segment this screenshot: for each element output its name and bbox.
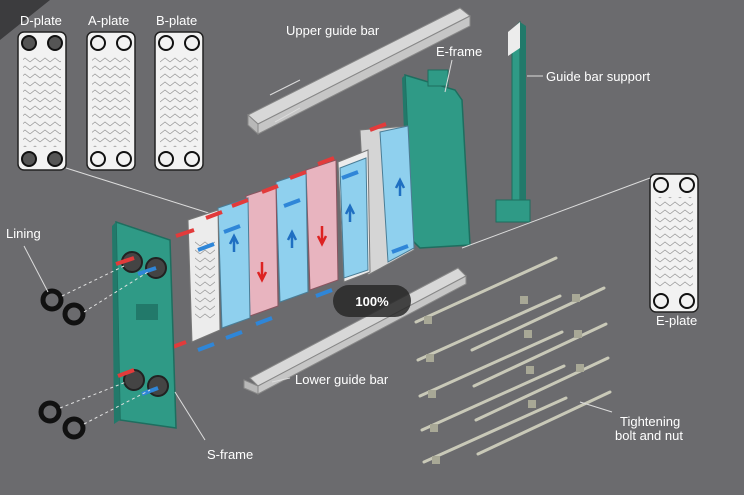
label-lining: Lining	[6, 226, 41, 241]
d-plate-leader	[65, 167, 216, 216]
label-guide-bar-support: Guide bar support	[546, 69, 650, 84]
linings	[38, 288, 86, 440]
label-b-plate: B-plate	[156, 13, 197, 28]
label-tightening-line1: Tightening	[620, 414, 680, 429]
label-upper-guide-bar: Upper guide bar	[286, 23, 380, 38]
upper-guide-bar	[247, 7, 471, 136]
label-tightening-line2: bolt and nut	[615, 428, 683, 443]
lining-dashed-leaders	[59, 265, 151, 425]
s-frame-leader	[174, 391, 206, 441]
zoom-indicator: 100%	[333, 285, 411, 317]
b-plate-illustration	[154, 31, 204, 171]
label-e-plate: E-plate	[656, 313, 697, 328]
label-a-plate: A-plate	[88, 13, 129, 28]
label-d-plate: D-plate	[20, 13, 62, 28]
flow-arrows	[169, 122, 409, 352]
guide-bar-support	[495, 20, 531, 223]
label-lower-guide-bar: Lower guide bar	[295, 372, 389, 387]
lining-leader	[23, 245, 49, 293]
corner-accent	[0, 0, 50, 40]
e-plate-leader	[461, 177, 651, 249]
bolt-nuts	[424, 294, 584, 464]
lower-guide-bar-leader	[271, 377, 291, 383]
tightening-leader	[579, 401, 613, 413]
e-frame-leader	[444, 59, 453, 93]
label-s-frame: S-frame	[207, 447, 253, 462]
label-e-frame: E-frame	[436, 44, 482, 59]
s-frame	[112, 220, 177, 429]
d-plate-illustration	[17, 31, 67, 171]
a-plate-illustration	[86, 31, 136, 171]
tightening-bolts	[414, 256, 612, 464]
e-plate-illustration	[649, 173, 699, 313]
